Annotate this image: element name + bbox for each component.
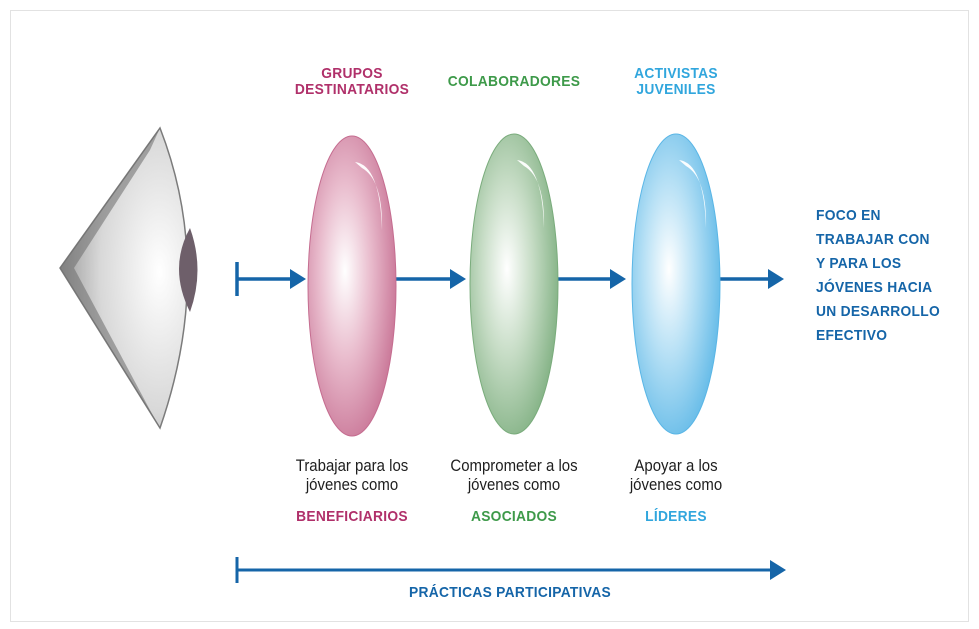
pupil-icon [179, 228, 198, 312]
bottom-arrowhead [770, 560, 786, 580]
flow-arrowhead-2 [450, 269, 466, 289]
lens-description-target-groups: Trabajar para los jóvenes como [295, 456, 409, 494]
flow-arrows [235, 262, 784, 296]
lens-header-target-groups: GRUPOS DESTINATARIOS [294, 65, 410, 98]
focus-statement: FOCO EN TRABAJAR CON Y PARA LOS JÓVENES … [816, 207, 940, 344]
lens-target-groups [307, 135, 397, 437]
participatory-practices-label: PRÁCTICAS PARTICIPATIVAS [409, 584, 611, 601]
eye-icon [59, 126, 198, 430]
participatory-arrow [235, 557, 786, 583]
lens-role-target-groups: BENEFICIARIOS [296, 508, 408, 525]
lens-header-youth-activists: ACTIVISTAS JUVENILES [634, 65, 718, 98]
lens-header-collaborators: COLABORADORES [447, 73, 581, 90]
lens-description-collaborators: Comprometer a los jóvenes como [450, 456, 578, 494]
flow-arrowhead-3 [610, 269, 626, 289]
lens-role-youth-activists: LÍDERES [645, 508, 707, 525]
flow-arrowhead-4 [768, 269, 784, 289]
flow-arrowhead-1 [290, 269, 306, 289]
lens-role-collaborators: ASOCIADOS [470, 508, 558, 525]
lens-youth-activists [631, 133, 721, 435]
lens-collaborators [469, 133, 559, 435]
lens-description-youth-activists: Apoyar a los jóvenes como [629, 456, 723, 494]
